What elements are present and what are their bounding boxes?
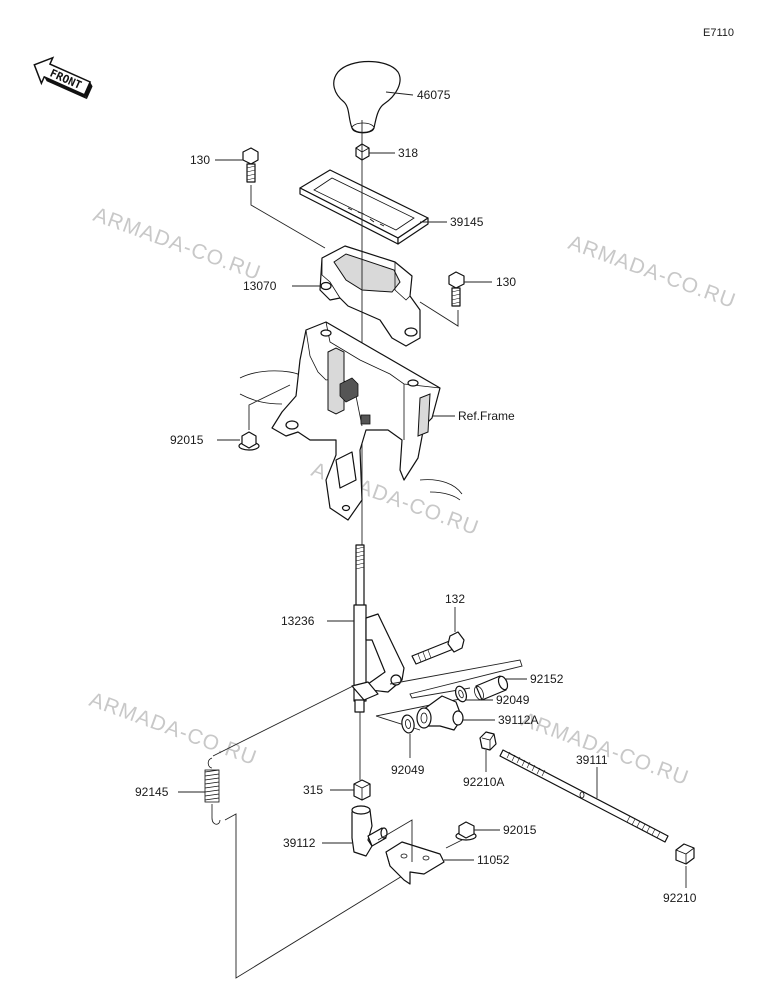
nut-315	[353, 779, 371, 801]
leader-92145-upper	[212, 684, 356, 757]
label-46075: 46075	[417, 88, 451, 102]
front-arrow-icon: FRONT	[33, 56, 93, 100]
collar-92152	[474, 675, 509, 701]
bolt-130-right	[448, 271, 465, 307]
joint-39112A	[416, 695, 464, 731]
label-92210A: 92210A	[463, 775, 504, 789]
nut-318	[355, 143, 370, 161]
label-92145: 92145	[135, 785, 169, 799]
leader-46075	[385, 91, 414, 96]
bolt-130-left	[242, 147, 259, 183]
label-11052: 11052	[477, 853, 510, 867]
label-92210: 92210	[663, 891, 697, 905]
label-130-right: 130	[496, 275, 516, 289]
spring-92145	[204, 757, 221, 825]
label-ref-frame: Ref.Frame	[458, 409, 515, 423]
flange-nut-92015-left	[238, 431, 260, 451]
label-39112A: 39112A	[498, 713, 538, 727]
ball-joint-39112	[351, 805, 388, 857]
bracket-11052	[385, 841, 445, 885]
label-132: 132	[445, 592, 465, 606]
label-92049-right: 92049	[496, 693, 530, 707]
label-13236: 13236	[281, 614, 315, 628]
label-92015-right: 92015	[503, 823, 537, 837]
label-39145: 39145	[450, 215, 484, 229]
shift-knob	[333, 61, 401, 134]
watermark-layer: ARMADA-CO.RU ARMADA-CO.RU ARMADA-CO.RU A…	[86, 203, 739, 790]
rod-39111	[499, 749, 669, 843]
label-92152: 92152	[530, 672, 564, 686]
label-130-left: 130	[190, 153, 210, 167]
guide-line-upper	[389, 659, 523, 699]
leader-92015-left-2	[248, 384, 291, 430]
lever-guide	[319, 245, 421, 347]
shift-plate	[299, 169, 429, 245]
bolt-132	[411, 631, 465, 665]
watermark: ARMADA-CO.RU	[86, 688, 260, 770]
flange-nut-92015-right	[455, 821, 477, 841]
label-315: 315	[303, 783, 323, 797]
watermark: ARMADA-CO.RU	[90, 203, 264, 285]
label-39112: 39112	[283, 836, 316, 850]
label-13070: 13070	[243, 279, 277, 293]
frame-bracket	[239, 321, 463, 521]
leader-11052-frame	[377, 819, 413, 862]
diagram-code: E7110	[703, 27, 734, 39]
leader-92015-right-2	[445, 839, 463, 849]
nut-92210A	[479, 731, 497, 751]
label-39111: 39111	[576, 753, 608, 767]
leader-130-left-2	[250, 185, 326, 249]
leader-92145-lower	[224, 813, 413, 979]
leader-130-right-2	[419, 301, 459, 327]
label-318: 318	[398, 146, 418, 160]
nut-92210	[675, 843, 695, 865]
label-92049-left: 92049	[391, 763, 425, 777]
watermark: ARMADA-CO.RU	[565, 231, 739, 313]
washer-92049-left	[401, 714, 415, 734]
washer-92049-right	[454, 685, 468, 703]
shift-rod	[351, 544, 405, 713]
label-92015-left: 92015	[170, 433, 204, 447]
